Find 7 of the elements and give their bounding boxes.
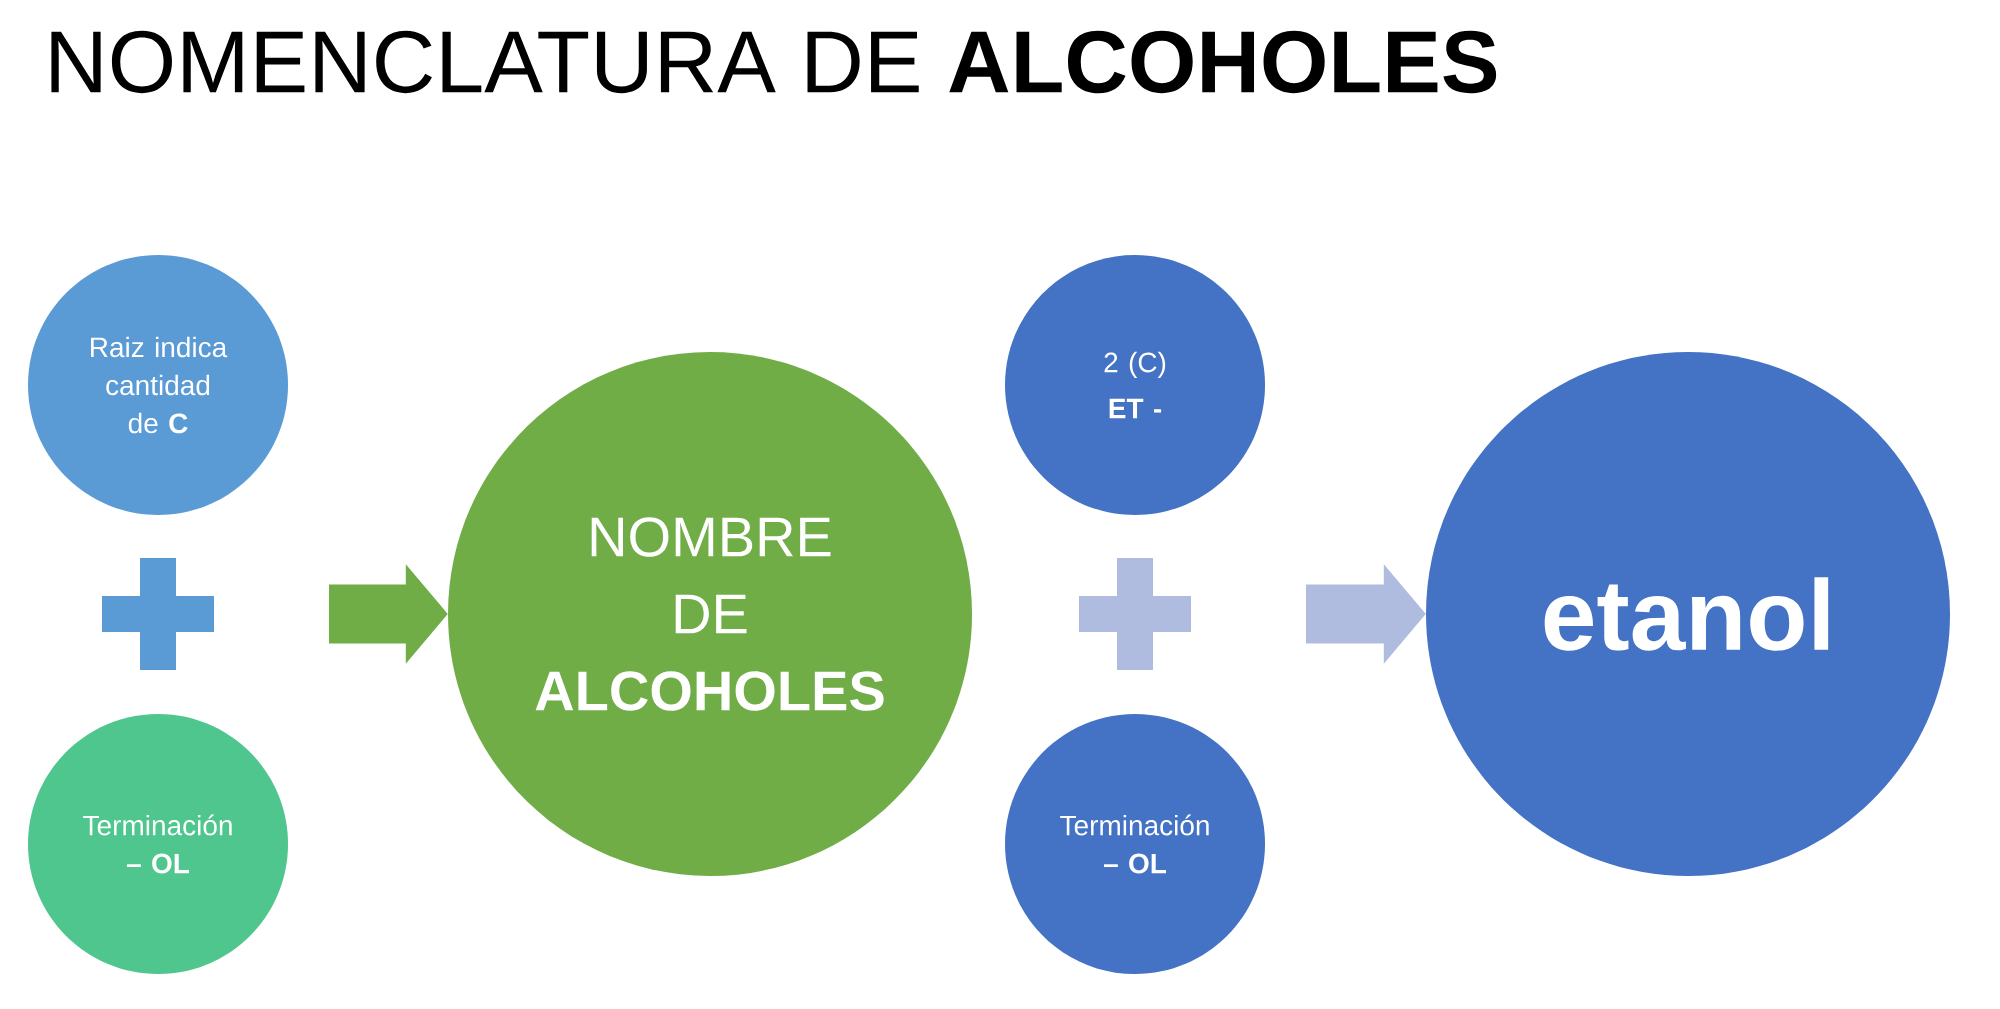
circle-node: Terminación – OL xyxy=(28,714,288,974)
title: NOMENCLATURA DE ALCOHOLES xyxy=(51,30,1497,94)
circle-node: NOMBRE DE ALCOHOLES xyxy=(448,352,972,876)
circle-node: etanol xyxy=(1426,352,1950,876)
circle-node: Raiz indica cantidad de C xyxy=(28,255,288,515)
circle-node: 2 (C) ET - xyxy=(1005,255,1265,515)
circle-node: Terminación – OL xyxy=(1005,714,1265,974)
